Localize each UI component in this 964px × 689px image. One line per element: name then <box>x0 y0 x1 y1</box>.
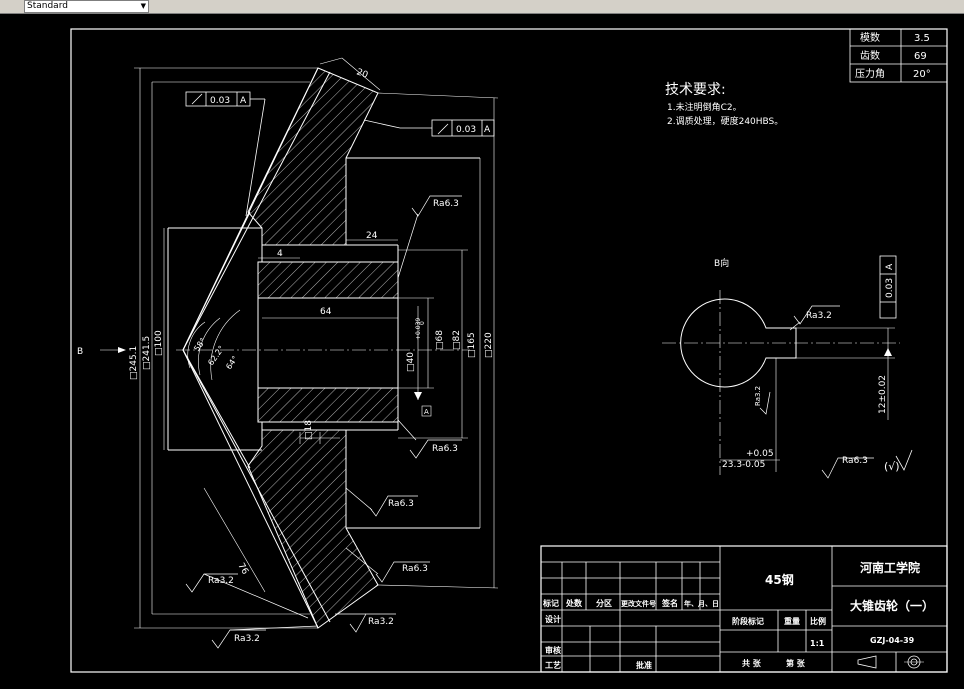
dim-24: 24 <box>366 231 378 241</box>
label-stage: 阶段标记 <box>732 616 764 626</box>
roughness-label: Ra6.3 <box>433 199 459 209</box>
material: 45钢 <box>765 572 794 587</box>
datum-a: A <box>424 408 429 416</box>
label-weight: 重量 <box>784 616 800 626</box>
toolbar: Standard ▼ <box>0 0 964 14</box>
b-view-tol1: +0.05 <box>746 449 774 459</box>
angle-64: 64° <box>224 354 240 371</box>
b-view-roughness: Ra3.2 <box>806 311 832 321</box>
drawing-frame <box>70 28 948 673</box>
roughness-label: Ra6.3 <box>388 499 414 509</box>
label-design: 设计 <box>545 614 561 624</box>
dim-4: 4 <box>277 249 283 259</box>
header-sign: 签名 <box>661 598 678 608</box>
param-value: 20° <box>913 69 931 80</box>
roughness-label: Ra3.2 <box>208 576 234 586</box>
label-total: 共 张 <box>742 658 762 668</box>
dim-40: □40 <box>406 352 416 372</box>
tech-req-item: 1.未注明倒角C2。 <box>667 101 742 113</box>
tolerance-frames <box>185 91 495 217</box>
b-view <box>662 255 913 479</box>
b-view-tol2: 23.3-0.05 <box>722 460 765 470</box>
header-count: 处数 <box>565 598 583 608</box>
tech-req-title: 技术要求: <box>665 82 726 98</box>
datum-a-box <box>421 405 432 417</box>
param-name: 齿数 <box>860 49 880 62</box>
tol-datum: A <box>484 125 491 135</box>
dim-76: 76 <box>235 562 250 577</box>
label-approve: 批准 <box>636 660 652 670</box>
tech-req-item: 2.调质处理，硬度240HBS。 <box>667 115 783 127</box>
roughness-label: Ra3.2 <box>234 634 260 644</box>
dim-100: □100 <box>154 330 164 356</box>
dim-40-tol2: 0 <box>419 321 426 325</box>
view-label-b: B <box>77 347 83 357</box>
text-style-value: Standard <box>27 1 68 11</box>
arrow-b <box>118 347 126 353</box>
dim-245: □245.1 <box>129 346 139 380</box>
scale: 1:1 <box>810 639 825 648</box>
dim-40-tol: +0.039 <box>415 318 422 340</box>
datum-triangle <box>414 392 422 400</box>
roughness-leaders <box>185 195 462 649</box>
label-sheet: 第 张 <box>786 658 806 668</box>
dim-241: □241.5 <box>142 336 152 370</box>
label-review: 审核 <box>545 645 561 655</box>
dim-165: □165 <box>467 332 477 358</box>
dim-64: 64 <box>320 307 332 317</box>
tol-value: 0.03 <box>210 96 230 106</box>
param-value: 3.5 <box>914 33 930 44</box>
header-mark: 标记 <box>542 598 559 608</box>
gear-section <box>167 67 480 629</box>
part-name: 大锥齿轮（一） <box>850 598 934 613</box>
param-value: 69 <box>914 51 927 62</box>
angle-58: 58° <box>192 336 208 353</box>
param-name: 模数 <box>860 31 880 44</box>
general-check: (√) <box>884 460 900 473</box>
title-block <box>540 545 948 673</box>
text-style-combo[interactable]: Standard ▼ <box>24 0 149 13</box>
tol-datum: A <box>240 96 247 106</box>
dim-18: □18 <box>304 420 314 440</box>
roughness-label: Ra6.3 <box>402 564 428 574</box>
chevron-down-icon[interactable]: ▼ <box>140 2 146 10</box>
dim-20: 20 <box>355 67 369 80</box>
b-view-roughness: Ra3.2 <box>754 386 762 406</box>
roughness-label: Ra6.3 <box>432 444 458 454</box>
dim-82: □82 <box>452 330 462 350</box>
b-view-tol: 0.03 <box>885 278 895 298</box>
school-name: 河南工学院 <box>859 560 920 575</box>
roughness-label: Ra3.2 <box>368 617 394 627</box>
cad-canvas[interactable]: 模数 3.5 齿数 69 压力角 20° 技术要求: 1.未注明倒角C2。 2.… <box>0 14 964 689</box>
b-view-height: 12±0.02 <box>878 375 888 414</box>
dim-68: □68 <box>435 330 445 350</box>
param-table <box>849 28 948 83</box>
angle-62: 62.2° <box>206 344 226 367</box>
general-roughness: Ra6.3 <box>842 456 868 466</box>
tol-value: 0.03 <box>456 125 476 135</box>
dim-220: □220 <box>484 332 494 358</box>
label-process: 工艺 <box>545 660 561 670</box>
b-view-tol-datum: A <box>885 263 895 270</box>
header-date: 年、月、日 <box>684 599 719 608</box>
header-zone: 分区 <box>596 598 612 608</box>
drawing-number: GZJ-04-39 <box>870 636 915 645</box>
header-doc: 更改文件号 <box>621 599 656 608</box>
label-ratio: 比例 <box>810 616 826 626</box>
datum-triangle <box>884 348 892 356</box>
dimension-lines <box>100 57 499 629</box>
b-view-title: B向 <box>714 257 729 269</box>
param-name: 压力角 <box>855 67 885 80</box>
